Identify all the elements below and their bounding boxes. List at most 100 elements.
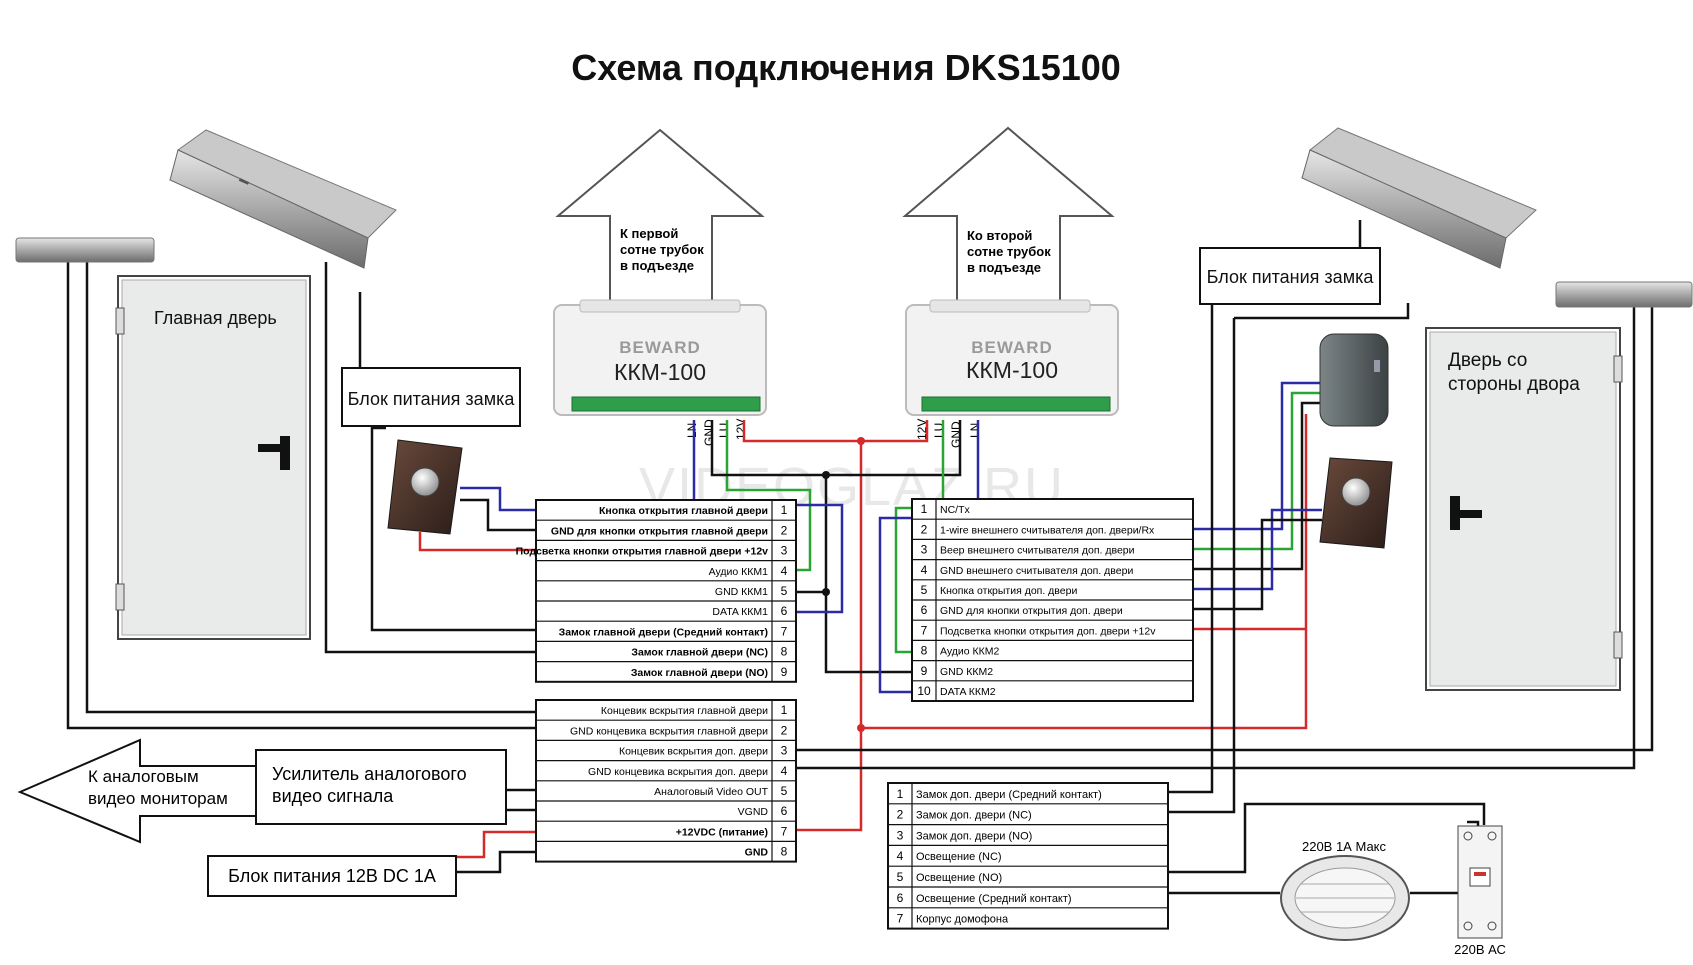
terminal-pin-number: 10 [917,684,931,698]
kkm-right-name: ККМ-100 [966,357,1058,383]
kkm-left-name: ККМ-100 [614,359,706,385]
terminal-row: 3 Замок доп. двери (NO) [897,828,1033,842]
terminal-pin-number: 9 [781,665,788,679]
terminal-pin-number: 1 [897,787,904,801]
terminal-pin-label: Замок главной двери (NC) [631,647,768,659]
kkm-right-pin-12v: 12V [915,419,929,440]
terminal-pin-label: Замок главной двери (NO) [631,667,768,679]
terminal-pin-label: GND ККМ1 [715,586,768,598]
terminal-pin-number: 6 [781,604,788,618]
arrow-to-first-hundred: К первой сотне трубок в подъезде [555,128,765,304]
terminal-pin-label: Корпус домофона [916,914,1009,926]
terminal-pin-label: Замок доп. двери (NO) [916,830,1032,842]
arrow-to-second-hundred: Ко второй сотне трубок в подъезде [902,126,1115,304]
terminal-pin-number: 7 [897,912,904,926]
video-amplifier: Усилитель аналогового видео сигнала [255,749,507,825]
yard-door: Дверь со стороны двора [1425,327,1623,691]
terminal-row: 10 DATA ККМ2 [917,684,995,698]
magnetic-lock-left [169,129,397,269]
terminal-pin-number: 4 [921,563,928,577]
magnetic-lock-right [1301,127,1537,269]
breaker-label: 220В АС [1454,942,1506,957]
lamp-label: 220В 1А Макс [1302,839,1387,854]
terminal-pin-number: 4 [897,849,904,863]
terminal-pin-number: 7 [781,824,788,838]
terminal-pin-number: 5 [897,870,904,884]
door-contact-right [1555,281,1693,308]
kkm-left-pin-ln: LN [685,423,699,438]
lock-psu-left-label: Блок питания замка [348,389,516,409]
card-reader-right [1319,333,1389,427]
terminal-pin-number: 3 [897,828,904,842]
monitors-label-1: К аналоговым [88,767,199,786]
terminal-pin-number: 3 [921,543,928,557]
terminal-row: 3 Концевик вскрытия доп. двери [619,744,788,758]
amplifier-label-1: Усилитель аналогового [272,764,467,784]
main-door-label: Главная дверь [154,308,277,328]
terminal-pin-number: 2 [921,522,928,536]
terminal-pin-label: Освещение (Средний контакт) [916,893,1072,905]
terminal-pin-label: Концевик вскрытия главной двери [601,705,768,717]
lock-psu-left: Блок питания замка [341,367,521,427]
terminal-block-aux: 1 NC/Tx 2 1-wire внешнего считывателя доп. … [911,498,1194,702]
terminal-pin-label: DATA ККМ2 [940,686,996,698]
terminal-pin-label: GND концевика вскрытия доп. двери [588,766,768,778]
terminal-pin-number: 2 [781,523,788,537]
main-door: Главная дверь [115,275,311,640]
terminal-pin-number: 4 [781,764,788,778]
terminal-row: 4 Освещение (NC) [897,849,1002,863]
terminal-pin-label: Подсветка кнопки открытия доп. двери +12… [940,625,1156,637]
terminal-pin-label: Кнопка открытия главной двери [599,505,768,517]
terminal-pin-label: GND внешнего считывателя доп. двери [940,565,1133,577]
kkm-left-pin-lu: LU [717,423,731,438]
terminal-pin-label: Подсветка кнопки открытия главной двери … [516,546,769,558]
terminal-pin-number: 8 [921,644,928,658]
terminal-pin-label: 1-wire внешнего считывателя доп. двери/R… [940,524,1155,536]
terminal-pin-label: NC/Tx [940,504,970,516]
terminal-pin-number: 5 [781,584,788,598]
terminal-pin-number: 3 [781,744,788,758]
terminal-pin-number: 2 [781,723,788,737]
kkm-module-left: BEWARD ККМ-100 LN GND LU 12V [553,299,767,446]
terminal-pin-number: 1 [921,502,928,516]
terminal-pin-label: Освещение (NC) [916,851,1002,863]
psu-12v: Блок питания 12В DC 1А [207,855,457,897]
terminal-pin-label: Замок главной двери (Средний контакт) [559,626,768,638]
terminal-pin-label: Концевик вскрытия доп. двери [619,746,768,758]
terminal-row: 4 GND внешнего считывателя доп. двери [921,563,1134,577]
exit-button-left [387,439,463,535]
terminal-pin-number: 3 [781,544,788,558]
terminal-row: 1 NC/Tx [921,502,971,516]
terminal-pin-number: 7 [781,624,788,638]
lock-psu-right-label: Блок питания замка [1207,267,1375,287]
terminal-pin-label: GND ККМ2 [940,666,993,678]
terminal-row: 7 Замок главной двери (Средний контакт) [559,624,788,638]
door-contact-left [15,237,155,263]
terminal-row: 9 Замок главной двери (NO) [631,665,788,679]
terminal-pin-number: 7 [921,623,928,637]
terminal-row: 7 Корпус домофона [897,912,1009,926]
kkm-module-right: BEWARD ККМ-100 12V LU GND LN [905,299,1119,448]
terminal-pin-number: 2 [897,808,904,822]
kkm-left-pin-gnd: GND [702,419,716,446]
arrow-left-line-1: К первой [620,226,678,241]
terminal-row: 1 Кнопка открытия главной двери [599,503,788,517]
kkm-left-brand: BEWARD [619,338,701,357]
exit-button-right [1319,457,1393,549]
terminal-pin-number: 1 [781,503,788,517]
